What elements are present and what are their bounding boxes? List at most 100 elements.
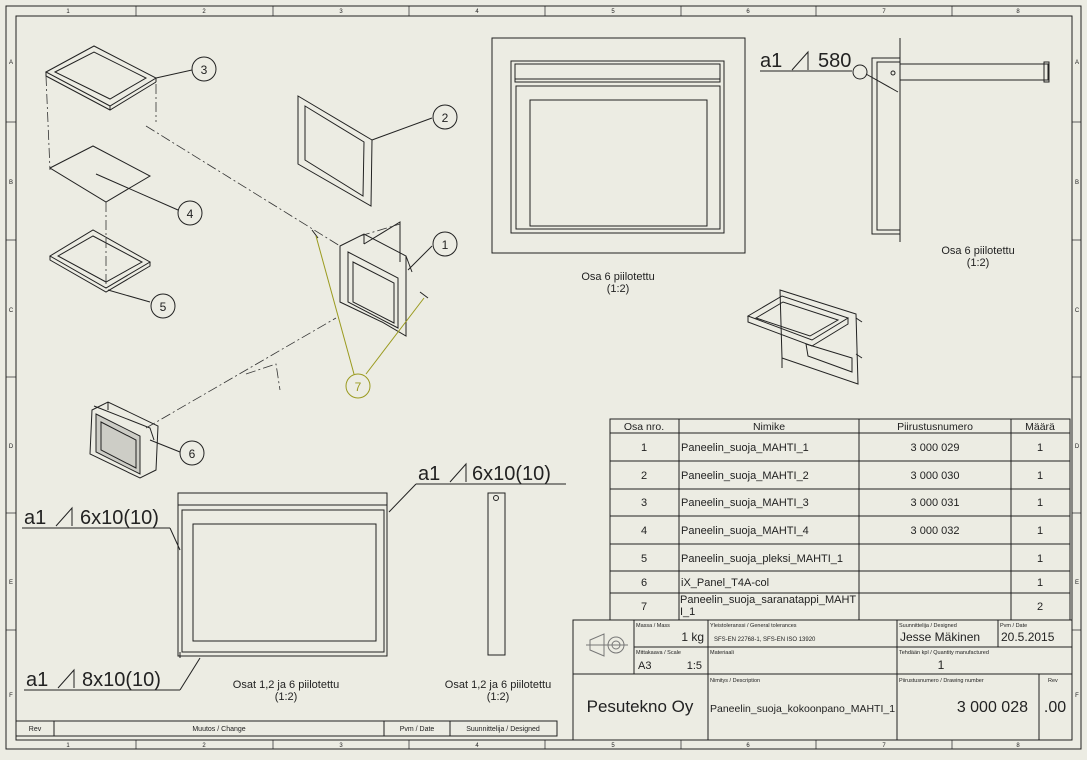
- designer-label: Suunnittelija / Designed: [899, 623, 957, 629]
- grid-col-2: 2: [202, 9, 206, 15]
- part-2-frame: [297, 95, 373, 207]
- bom-cell: 3 000 030: [911, 470, 960, 482]
- bom-cell: 1: [1037, 470, 1043, 482]
- balloons: [95, 56, 458, 466]
- part-5-plexi: [49, 229, 152, 293]
- bom-table: [609, 418, 1071, 621]
- weld-top-right-value: 580: [818, 50, 851, 72]
- balloon-labels: 1 2 3 4 5 6 7: [160, 63, 449, 461]
- quantity-value: 1: [938, 658, 945, 672]
- bom-cell: 1: [1037, 497, 1043, 509]
- title-block: [572, 619, 1073, 741]
- assembled-iso-view: [746, 289, 863, 385]
- bom-header-name: Nimike: [753, 421, 785, 433]
- bom-cell: 2: [641, 470, 647, 482]
- part-6-panel: [89, 401, 159, 479]
- front-view-scale: (1:2): [607, 283, 630, 295]
- weld-front-left-a: a1: [24, 507, 46, 529]
- side-view-right: [760, 38, 1050, 242]
- bom-cell: 7: [641, 601, 647, 613]
- drawing-no-label: Piirustusnumero / Drawing number: [899, 678, 984, 684]
- bom-cell: 1: [1037, 442, 1043, 454]
- quantity-label: Tehdään kpl / Quantity manufactured: [899, 650, 989, 656]
- bom-cell: 6: [641, 577, 647, 589]
- weld-symbol-front-left: a1 6x10(10): [24, 506, 159, 529]
- title-block-labels: Massa / Mass Yleistoleranssi / General t…: [636, 623, 1058, 684]
- bom-rows: 1 Paneelin_suoja_MAHTI_1 3 000 029 1 2 P…: [641, 442, 1043, 618]
- hinge-pin-left: [311, 229, 319, 239]
- front-view-title: Osa 6 piilotettu: [581, 271, 654, 283]
- bom-row: 2 Paneelin_suoja_MAHTI_2 3 000 030 1: [641, 470, 1043, 482]
- balloon-1: 1: [442, 238, 449, 252]
- title-block-values: 1 kg SFS-EN 22768-1, SFS-EN ISO 13920 Je…: [587, 630, 1067, 716]
- bom-cell: iX_Panel_T4A-col: [681, 577, 769, 589]
- weld-front-bottom-value: 8x10(10): [82, 669, 161, 691]
- tolerance-value: SFS-EN 22768-1, SFS-EN ISO 13920: [714, 637, 816, 643]
- scale-value: 1:5: [687, 660, 702, 672]
- balloon-7: 7: [355, 380, 362, 394]
- balloon-3: 3: [201, 63, 208, 77]
- balloon-4: 4: [187, 207, 194, 221]
- rev-value: .00: [1044, 699, 1066, 716]
- bom-cell: 2: [1037, 601, 1043, 613]
- bom-cell: 3 000 029: [911, 442, 960, 454]
- grid-row-e-right: E: [1075, 580, 1079, 586]
- scale-label: Mittakaava / Scale: [636, 650, 681, 656]
- grid-col-6-bottom: 6: [746, 743, 750, 749]
- revision-rev-label: Rev: [29, 726, 42, 733]
- material-label: Materiaali: [710, 650, 734, 656]
- drawing-no-value: 3 000 028: [957, 699, 1028, 716]
- grid-col-5-bottom: 5: [611, 743, 615, 749]
- bom-cell: 3 000 031: [911, 497, 960, 509]
- grid-row-a: A: [9, 60, 13, 66]
- bom-cell: 3 000 032: [911, 525, 960, 537]
- weld-front-left-value: 6x10(10): [80, 507, 159, 529]
- hinge-pin-right: [419, 291, 429, 299]
- weld-front-top-a: a1: [418, 463, 440, 485]
- bom-cell: Paneelin_suoja_saranatappi_MAHTI_1: [680, 594, 857, 618]
- description-label: Nimitys / Description: [710, 678, 760, 684]
- grid-col-6: 6: [746, 9, 750, 15]
- weld-symbol-front-bottom: a1 8x10(10): [26, 668, 161, 691]
- revision-date-label: Pvm / Date: [400, 726, 435, 733]
- mass-value: 1 kg: [681, 630, 704, 644]
- bom-cell: 1: [1037, 553, 1043, 565]
- weld-symbol-front-top: a1 6x10(10): [418, 462, 551, 485]
- bom-cell: 1: [641, 442, 647, 454]
- sheet-border: [5, 5, 1082, 750]
- bottom-front-title: Osat 1,2 ja 6 piilotettu: [233, 679, 339, 691]
- part-4-sheet: [48, 145, 152, 203]
- mass-label: Massa / Mass: [636, 623, 670, 629]
- revision-table: [15, 720, 558, 737]
- bom-cell: 1: [1037, 525, 1043, 537]
- side-view-title: Osa 6 piilotettu: [941, 245, 1014, 257]
- bottom-side-scale: (1:2): [487, 691, 510, 703]
- grid-row-b: B: [9, 180, 13, 186]
- bom-cell: Paneelin_suoja_MAHTI_3: [681, 497, 809, 509]
- grid-col-3-bottom: 3: [339, 743, 343, 749]
- date-value: 20.5.2015: [1001, 630, 1055, 644]
- grid-row-d: D: [9, 444, 14, 450]
- grid-labels: 1 2 3 4 5 6 7 8 1 2 3 4 5 6 7 8 A B C D …: [9, 9, 1080, 749]
- grid-col-1: 1: [66, 9, 70, 15]
- bottom-side-view: [487, 492, 506, 656]
- grid-row-e: E: [9, 580, 13, 586]
- bom-cell: 3: [641, 497, 647, 509]
- bom-row: 1 Paneelin_suoja_MAHTI_1 3 000 029 1: [641, 442, 1043, 454]
- revision-designed-label: Suunnittelija / Designed: [466, 726, 540, 733]
- grid-col-1-bottom: 1: [66, 743, 70, 749]
- grid-col-3: 3: [339, 9, 343, 15]
- weld-symbol-top-right: a1 580: [760, 50, 851, 72]
- revision-change-label: Muutos / Change: [192, 726, 245, 733]
- balloon-5: 5: [160, 300, 167, 314]
- projection-symbol: [586, 633, 628, 657]
- bom-cell-wrap: Paneelin_suoja_saranatappi_MAHTI_1: [680, 594, 857, 618]
- grid-col-7-bottom: 7: [882, 743, 886, 749]
- grid-col-4-bottom: 4: [475, 743, 479, 749]
- bottom-front-view: [22, 483, 566, 691]
- tolerance-label: Yleistoleranssi / General tolerances: [710, 623, 797, 629]
- bom-cell: Paneelin_suoja_pleksi_MAHTI_1: [681, 553, 843, 565]
- balloon-6: 6: [189, 447, 196, 461]
- designer-value: Jesse Mäkinen: [900, 630, 980, 644]
